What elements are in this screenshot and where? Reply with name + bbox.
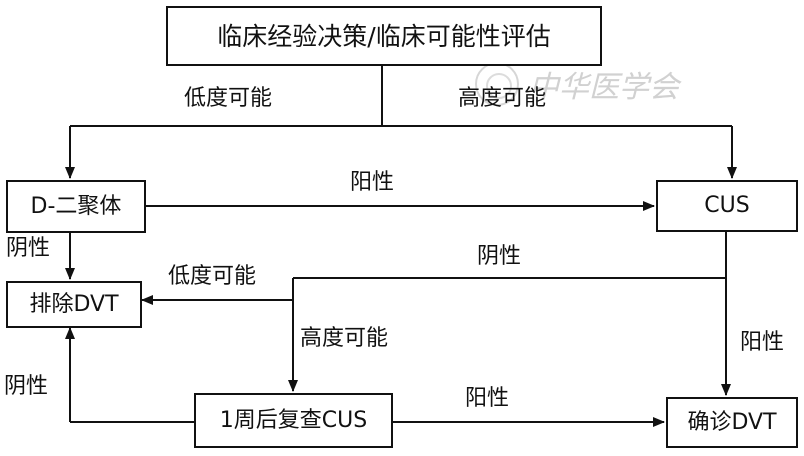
watermark: 中华医学会 [475, 62, 679, 106]
watermark-text: 中华医学会 [529, 70, 679, 105]
node-confirm-label: 确诊DVT [687, 409, 777, 435]
node-recheck-cus: 1周后复查CUS [194, 393, 393, 448]
node-exclude-label: 排除DVT [29, 291, 119, 317]
node-ddimer: D-二聚体 [6, 180, 146, 233]
node-ddimer-label: D-二聚体 [30, 193, 122, 219]
label-middle-high-probability: 高度可能 [300, 326, 389, 351]
label-cus-positive: 阳性 [740, 330, 785, 355]
label-ddimer-positive: 阳性 [350, 170, 395, 195]
node-cus: CUS [656, 180, 798, 232]
label-recheck-negative: 阴性 [4, 374, 49, 399]
node-cus-label: CUS [704, 193, 750, 218]
label-recheck-positive: 阳性 [465, 386, 510, 411]
node-exclude-dvt: 排除DVT [6, 281, 142, 328]
node-assessment-label: 临床经验决策/临床可能性评估 [217, 21, 551, 51]
label-ddimer-negative: 阴性 [6, 236, 51, 261]
label-middle-low-probability: 低度可能 [168, 264, 257, 289]
node-assessment: 临床经验决策/临床可能性评估 [166, 6, 602, 66]
label-top-high-probability: 高度可能 [458, 86, 547, 111]
label-top-low-probability: 低度可能 [184, 86, 273, 111]
label-cus-negative: 阴性 [477, 244, 522, 269]
node-confirm-dvt: 确诊DVT [666, 397, 798, 448]
node-recheck-label: 1周后复查CUS [219, 407, 368, 433]
